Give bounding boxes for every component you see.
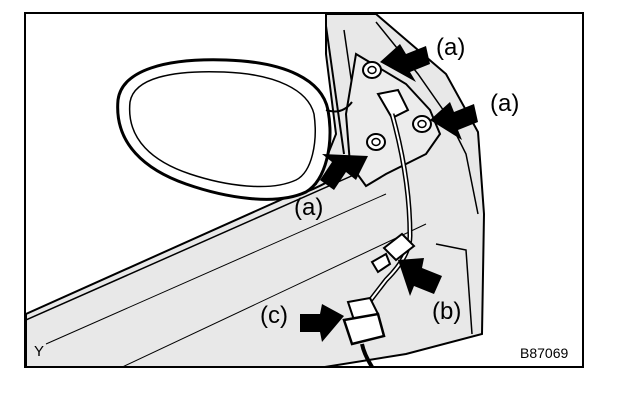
nut: [366, 133, 386, 151]
mirror-glass: [128, 70, 316, 188]
wire-clamp: [382, 232, 416, 262]
arrow-icon: [320, 154, 368, 190]
mirror-removal-illustration: [26, 14, 486, 366]
wire-connector: [342, 312, 386, 346]
door-frame-line: [325, 25, 345, 155]
callout-label-b: (b): [432, 298, 462, 325]
nut: [412, 115, 432, 133]
callout-label-c: (c): [260, 302, 288, 329]
arrow-icon: [380, 44, 430, 82]
corner-mark: Y: [34, 343, 45, 360]
figure-code: B87069: [520, 345, 569, 361]
door-trim-line: [123, 223, 427, 366]
callout-label-a: (a): [436, 34, 466, 61]
nut: [362, 61, 382, 79]
wire-harness: [365, 113, 412, 307]
arrow-icon: [300, 304, 344, 342]
arrow-icon: [398, 258, 442, 296]
mirror-arm: [325, 101, 353, 113]
wire-grommet: [376, 88, 410, 120]
door-trim-line: [435, 243, 473, 335]
callout-label-a: (a): [490, 90, 520, 117]
callout-label-a: (a): [294, 194, 324, 221]
diagram-frame: (a) (a) (a) (b) (c) Y B87069: [24, 12, 584, 368]
arrow-icon: [430, 102, 478, 140]
wire-clamp: [370, 252, 392, 274]
door-trim-line: [45, 193, 387, 345]
wire-harness: [360, 343, 374, 366]
door-trim-line: [26, 173, 357, 321]
